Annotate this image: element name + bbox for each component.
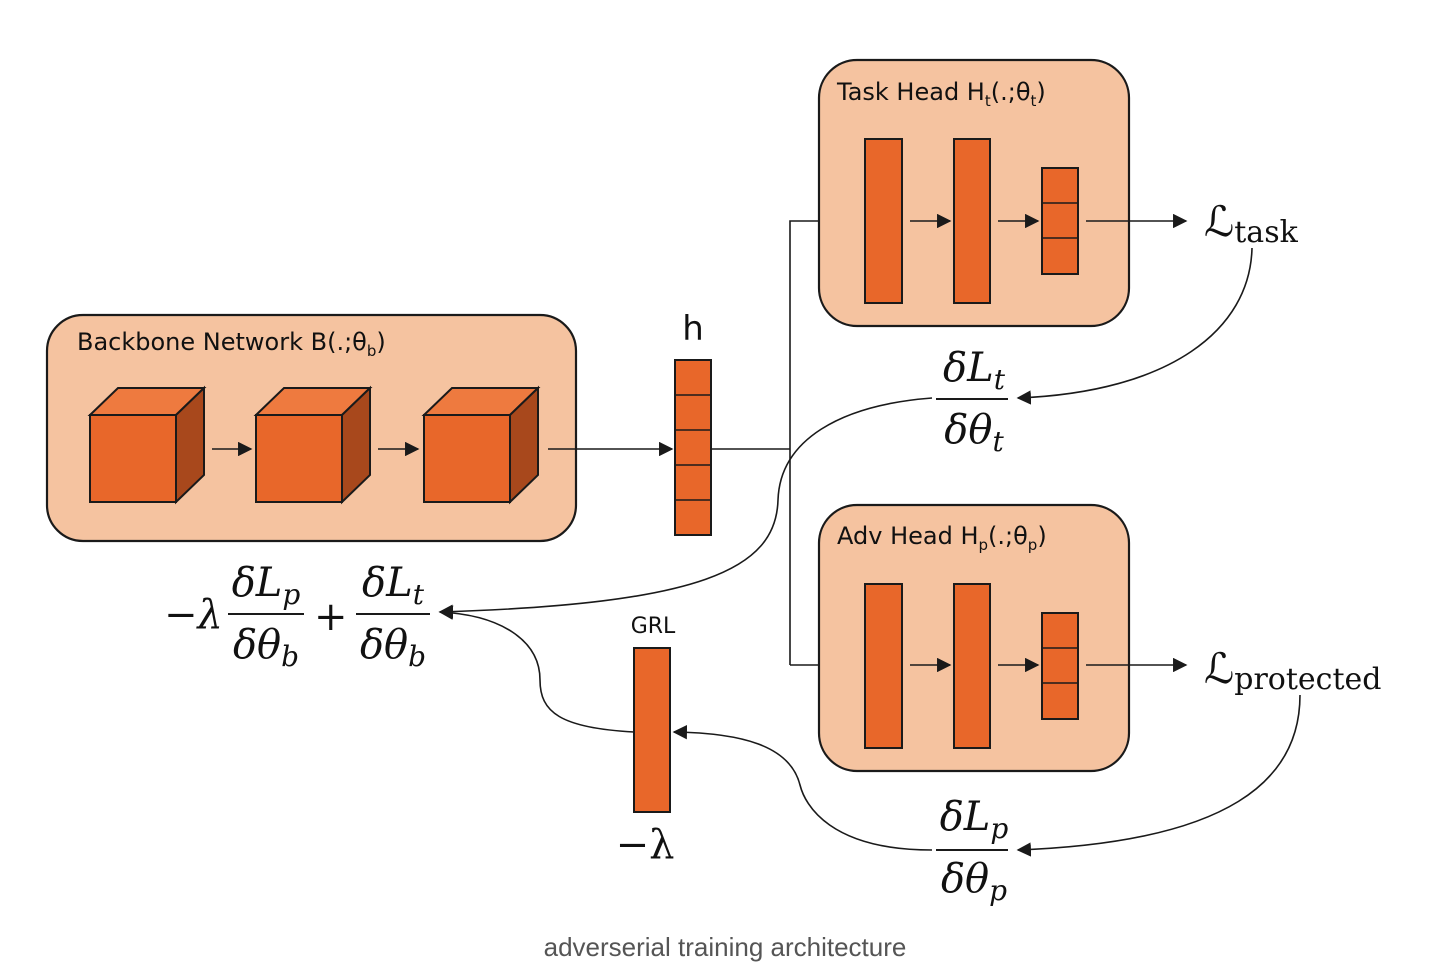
svg-text:δLp: δLp (232, 560, 301, 611)
grl-factor: −λ (616, 822, 675, 868)
figure-caption: adverserial training architecture (543, 932, 907, 962)
feature-vector-h: h (674, 309, 712, 536)
task-head-panel: Task Head Ht(.;θt) (817, 58, 1131, 328)
protected-gradient: δLp δθp (936, 794, 1008, 907)
svg-text:+: + (314, 594, 348, 640)
protected-loss: ℒprotected (1204, 644, 1381, 697)
svg-text:−λ: −λ (164, 592, 223, 638)
curve-task-loss-to-grad (1016, 247, 1253, 405)
task-gradient: δLt δθt (936, 345, 1008, 458)
backbone-gradient: −λ δLp δθb + δLt δθb (164, 560, 430, 673)
backbone-panel: Backbone Network B(.;θb) (45, 313, 578, 543)
architecture-svg: Backbone Network B(.;θb) h (45, 58, 1381, 907)
adv-head-title: Adv Head Hp(.;θp) (837, 522, 1047, 554)
adv-head-panel: Adv Head Hp(.;θp) (817, 503, 1131, 773)
backbone-cube-1 (87, 385, 207, 505)
backbone-title: Backbone Network B(.;θb) (77, 328, 386, 360)
grl-label: GRL (631, 614, 676, 639)
task-loss: ℒtask (1204, 197, 1299, 250)
curve-grl-to-backbone (438, 605, 635, 733)
svg-text:δLp: δLp (940, 794, 1009, 845)
curve-task-grad-to-backbone (438, 397, 933, 619)
adv-layer-1 (864, 583, 903, 749)
adv-layer-2 (953, 583, 991, 749)
svg-text:δθb: δθb (233, 622, 299, 673)
svg-text:δLt: δLt (943, 345, 1006, 396)
svg-text:δLt: δLt (362, 560, 425, 611)
adv-output-vector (1041, 612, 1079, 720)
curve-protected-loss-to-grad (1016, 694, 1301, 857)
task-head-title: Task Head Ht(.;θt) (836, 78, 1046, 110)
backbone-cube-3 (421, 385, 541, 505)
task-layer-1 (864, 138, 903, 304)
task-layer-2 (953, 138, 991, 304)
svg-text:δθb: δθb (360, 622, 426, 673)
grl-layer: GRL −λ (616, 614, 676, 868)
curve-protected-grad-to-grl (672, 724, 933, 851)
backbone-cube-2 (253, 385, 373, 505)
svg-text:δθt: δθt (944, 407, 1004, 458)
task-output-vector (1041, 167, 1079, 275)
svg-text:δθp: δθp (941, 856, 1007, 907)
feature-label: h (682, 309, 704, 349)
